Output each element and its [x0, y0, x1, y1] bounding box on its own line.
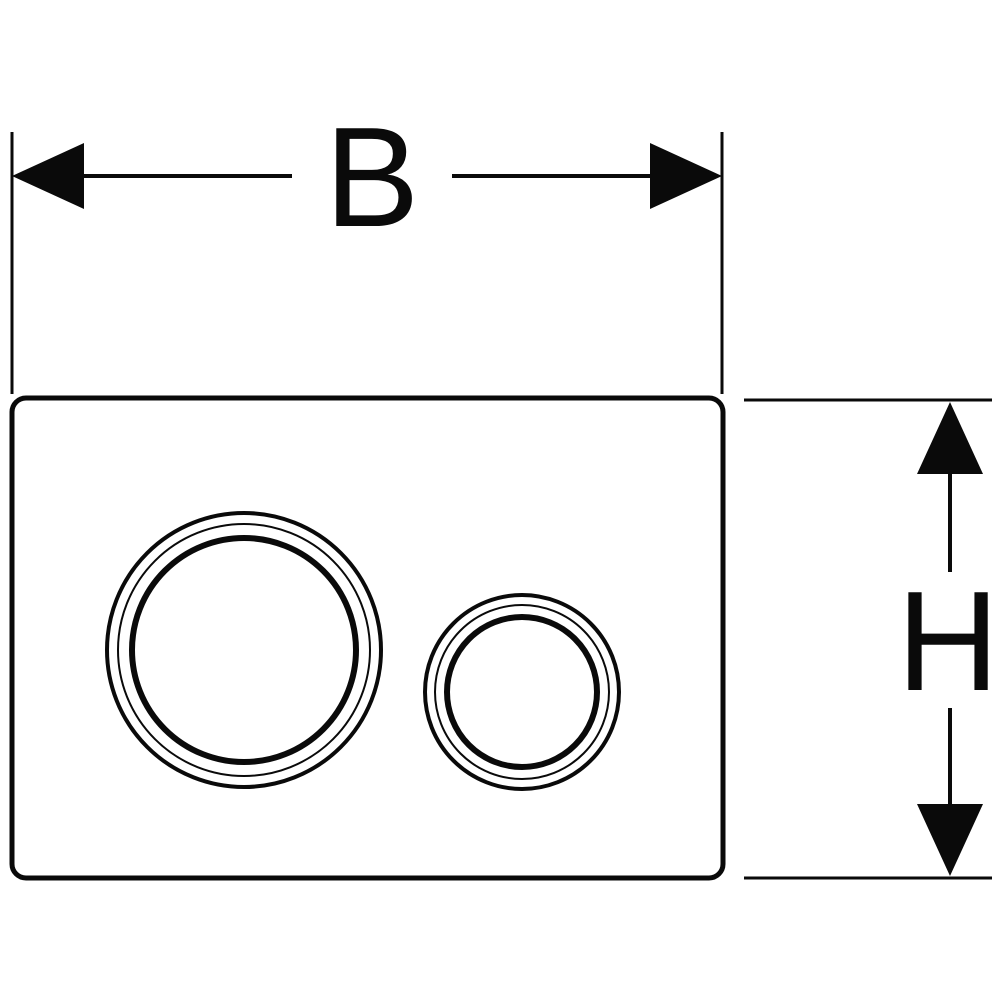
height-arrow-up-icon: [917, 402, 983, 474]
large-button-face: [129, 535, 359, 765]
small-button-outer-ring: [423, 593, 621, 791]
large-button-outer-ring: [105, 511, 383, 789]
flush-plate-outline: [9, 395, 726, 881]
small-button-trim-ring: [434, 604, 610, 780]
height-dimension-label: H: [897, 562, 1000, 721]
width-arrow-left-icon: [12, 143, 84, 209]
small-button-face: [444, 614, 600, 770]
width-arrow-right-icon: [650, 143, 722, 209]
large-button-trim-ring: [117, 523, 371, 777]
width-dimension-label: B: [325, 98, 420, 257]
height-arrow-down-icon: [917, 804, 983, 876]
